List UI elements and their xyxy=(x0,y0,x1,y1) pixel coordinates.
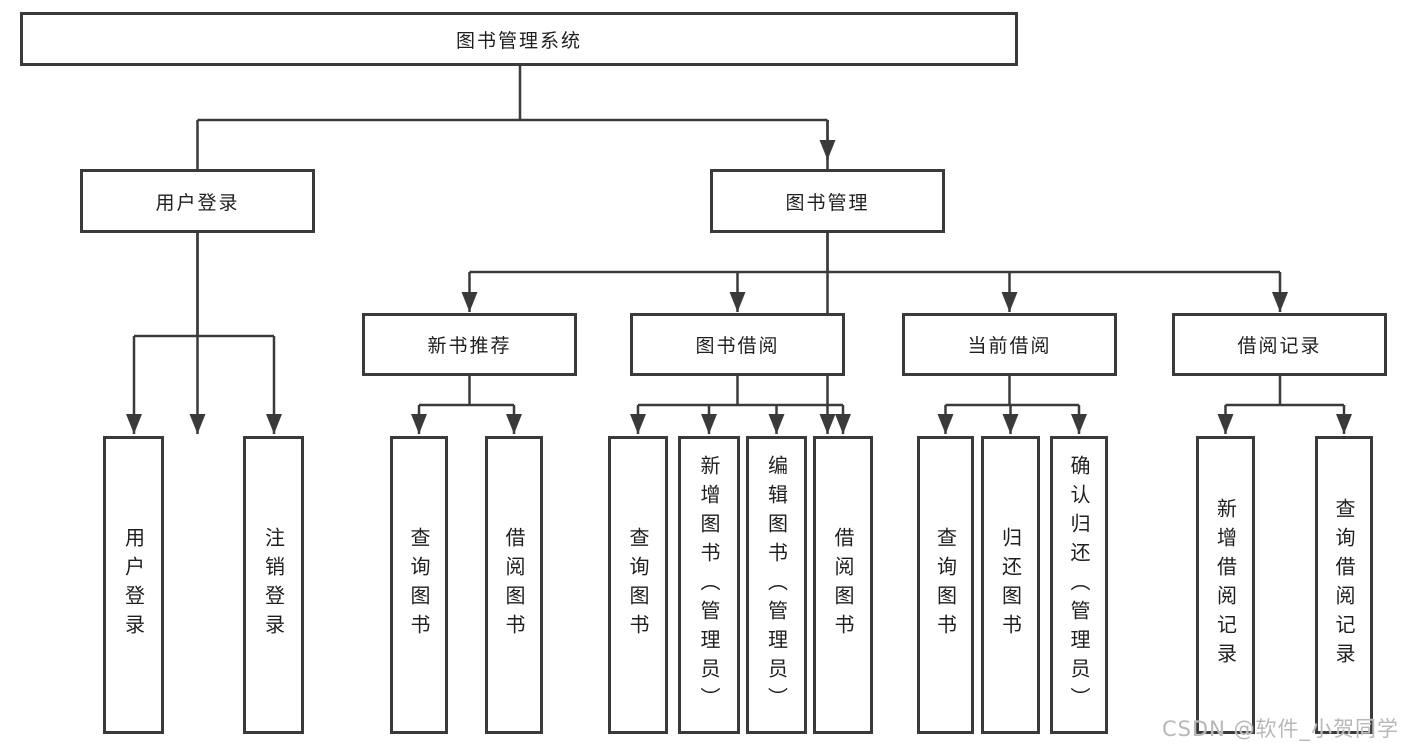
node-user-login-label: 用户登录 xyxy=(155,191,240,214)
leaf-borrow-books-borrow: 借阅图书 xyxy=(813,436,873,734)
connector-records-to-leaves xyxy=(1217,375,1352,434)
connector-bookmgmt-to-level3 xyxy=(461,233,1288,312)
node-book-management-label: 图书管理 xyxy=(785,191,870,214)
connector-userlogin-to-leaves xyxy=(126,233,282,434)
leaf-return-books-label: 归还图书 xyxy=(998,527,1023,643)
leaf-query-books-borrow: 查询图书 xyxy=(608,436,668,734)
leaf-add-borrow-record: 新增借阅记录 xyxy=(1196,436,1255,734)
node-new-book-recommend: 新书推荐 xyxy=(362,313,577,376)
node-new-book-recommend-label: 新书推荐 xyxy=(427,335,512,357)
leaf-borrow-books-borrow-label: 借阅图书 xyxy=(831,527,855,643)
leaf-edit-books-admin: 编辑图书（管理员） xyxy=(746,436,807,734)
leaf-edit-books-admin-label: 编辑图书（管理员） xyxy=(764,454,789,716)
leaf-borrow-books-recommend-label: 借阅图书 xyxy=(502,527,526,643)
leaf-user-login: 用户登录 xyxy=(103,436,164,734)
connector-recommend-to-leaves xyxy=(411,375,522,434)
leaf-query-borrow-record-label: 查询借阅记录 xyxy=(1332,498,1356,672)
leaf-borrow-books-recommend: 借阅图书 xyxy=(485,436,543,734)
leaf-confirm-return-admin: 确认归还（管理员） xyxy=(1050,436,1108,734)
leaf-return-books: 归还图书 xyxy=(981,436,1040,734)
connector-root-to-level2 xyxy=(189,66,836,434)
connector-current-to-leaves xyxy=(937,375,1087,434)
node-current-borrow-label: 当前借阅 xyxy=(967,335,1052,357)
node-library-system-label: 图书管理系统 xyxy=(455,29,582,52)
node-book-borrow-label: 图书借阅 xyxy=(695,335,780,357)
leaf-user-login-label: 用户登录 xyxy=(121,527,146,643)
connector-borrow-to-leaves xyxy=(630,375,851,434)
leaf-query-books-current-label: 查询图书 xyxy=(933,527,958,643)
node-current-borrow: 当前借阅 xyxy=(902,313,1117,376)
leaf-logout: 注销登录 xyxy=(243,436,304,734)
node-borrow-records-label: 借阅记录 xyxy=(1237,335,1322,357)
node-library-system: 图书管理系统 xyxy=(20,12,1018,66)
node-book-borrow: 图书借阅 xyxy=(630,313,845,376)
node-borrow-records: 借阅记录 xyxy=(1172,313,1387,376)
leaf-logout-label: 注销登录 xyxy=(261,527,286,643)
leaf-query-books-current: 查询图书 xyxy=(917,436,974,734)
node-book-management: 图书管理 xyxy=(710,169,945,233)
csdn-watermark: CSDN @软件_小贺同学 xyxy=(1161,717,1399,741)
leaf-confirm-return-admin-label: 确认归还（管理员） xyxy=(1067,454,1091,716)
node-user-login: 用户登录 xyxy=(80,169,315,233)
leaf-query-borrow-record: 查询借阅记录 xyxy=(1315,436,1373,734)
leaf-add-borrow-record-label: 新增借阅记录 xyxy=(1213,498,1238,672)
leaf-query-books-recommend: 查询图书 xyxy=(390,436,448,734)
leaf-add-books-admin-label: 新增图书（管理员） xyxy=(697,454,721,716)
leaf-query-books-borrow-label: 查询图书 xyxy=(626,527,650,643)
leaf-query-books-recommend-label: 查询图书 xyxy=(407,527,431,643)
leaf-add-books-admin: 新增图书（管理员） xyxy=(678,436,740,734)
